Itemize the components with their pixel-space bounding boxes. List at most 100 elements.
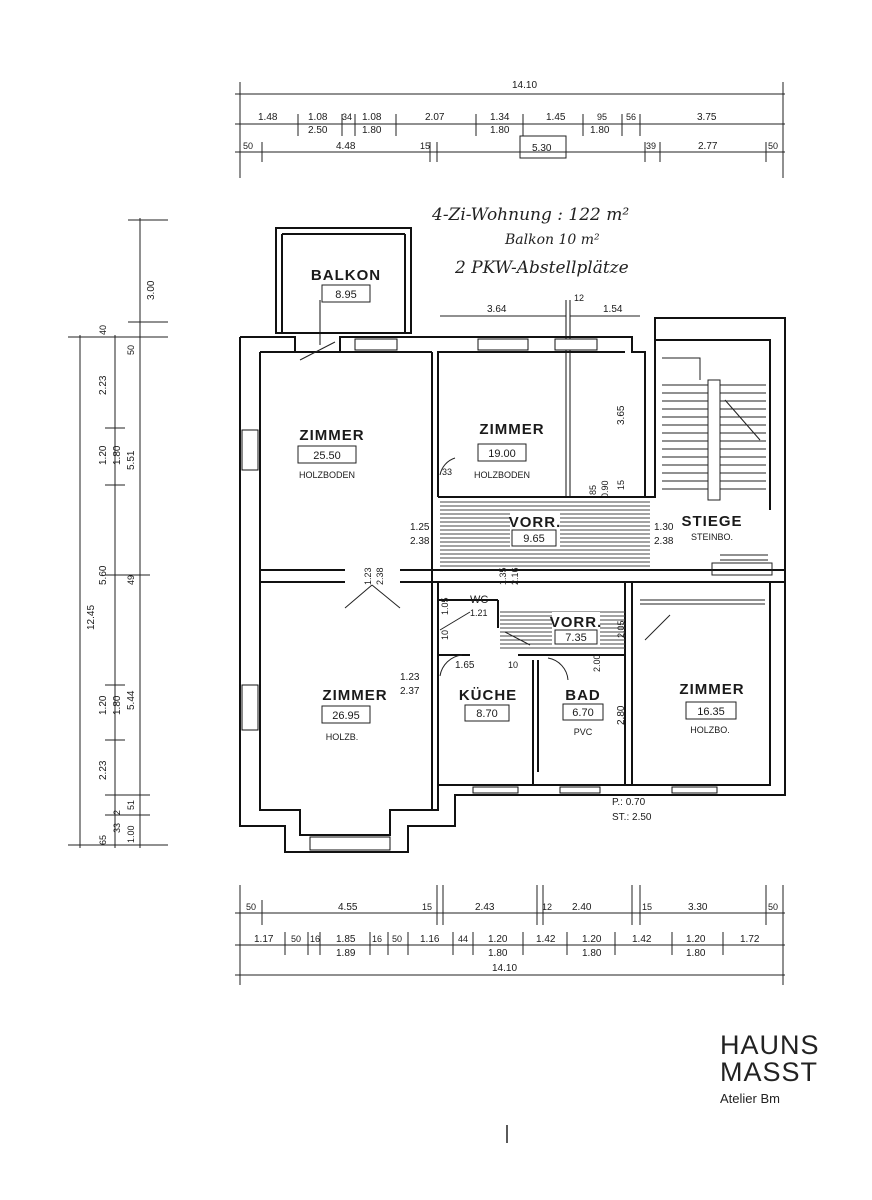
svg-text:5.60: 5.60 [98,565,109,585]
svg-text:49: 49 [126,575,136,585]
svg-text:2.05: 2.05 [616,620,626,638]
room-kueche: KÜCHE 8.70 [459,687,517,722]
svg-text:5.30: 5.30 [532,143,552,154]
svg-text:1.20: 1.20 [98,695,109,715]
svg-text:HOLZBO.: HOLZBO. [690,725,730,735]
svg-text:1.20: 1.20 [686,934,706,945]
balcony-note: Balkon 10 m² [504,232,600,248]
svg-text:HOLZBODEN: HOLZBODEN [299,470,355,480]
parking-note: 2 PKW-Abstellplätze [454,258,629,278]
svg-text:VORR.: VORR. [509,514,562,531]
svg-text:1.42: 1.42 [632,934,652,945]
svg-text:1.80: 1.80 [112,695,123,715]
svg-text:50: 50 [246,902,256,912]
logo-line-2: MASST [720,1057,819,1087]
svg-text:5.51: 5.51 [126,450,137,470]
svg-text:3.64: 3.64 [487,304,507,315]
room-zimmer-4: ZIMMER 16.35 HOLZBO. [679,681,743,735]
svg-text:51: 51 [126,800,136,810]
svg-text:1.34: 1.34 [490,112,510,123]
svg-text:15: 15 [642,902,652,912]
door-swings [299,341,765,681]
svg-text:65: 65 [98,835,108,845]
room-zimmer-1: ZIMMER 25.50 HOLZBODEN [297,427,364,480]
svg-text:1.05: 1.05 [440,597,450,615]
svg-text:9.65: 9.65 [523,533,544,545]
svg-text:44: 44 [458,934,468,944]
svg-text:2: 2 [112,810,122,815]
svg-text:1.30: 1.30 [654,522,674,533]
svg-text:1.80: 1.80 [112,445,123,465]
logo-line-1: HAUNS [720,1030,820,1060]
svg-text:19.00: 19.00 [488,448,516,460]
svg-text:12: 12 [574,293,584,303]
svg-text:95: 95 [597,112,607,122]
svg-text:4.48: 4.48 [336,141,356,152]
parapet-height: P.: 0.70 [612,797,646,808]
exterior-walls [239,317,786,853]
svg-text:15: 15 [420,141,430,151]
bottom-dimension-labels: 50 4.55 15 2.43 12 2.40 15 3.30 50 1.17 … [246,902,778,974]
svg-text:KÜCHE: KÜCHE [459,687,517,704]
svg-text:1.35: 1.35 [498,567,508,585]
top-dimension-chain [235,82,785,178]
svg-text:1.80: 1.80 [362,125,382,136]
svg-text:15: 15 [616,480,626,490]
svg-text:26.95: 26.95 [332,710,360,722]
room-wc: WC 1.21 [470,594,488,618]
bottom-dimension-chain [235,885,785,985]
svg-text:ZIMMER: ZIMMER [479,421,544,438]
left-dimension-chain [68,218,168,848]
svg-text:2.07: 2.07 [425,112,445,123]
svg-text:34: 34 [342,112,352,122]
svg-text:2.77: 2.77 [698,141,718,152]
svg-text:1.23: 1.23 [400,672,420,683]
svg-text:1.08: 1.08 [308,112,328,123]
balcony-structure [275,227,412,345]
svg-text:1.17: 1.17 [254,934,274,945]
svg-text:1.23: 1.23 [363,567,373,585]
dim-left-total: 12.45 [86,605,97,630]
svg-text:12: 12 [542,902,552,912]
svg-text:1.48: 1.48 [258,112,278,123]
svg-text:33: 33 [442,467,452,477]
svg-text:16: 16 [310,934,320,944]
svg-text:STEINBO.: STEINBO. [691,532,733,542]
top-dimension-labels: 14.10 1.48 1.08 34 1.08 2.07 1.34 1.45 9… [243,80,778,154]
svg-text:1.80: 1.80 [686,948,706,959]
svg-text:10: 10 [440,630,450,640]
svg-text:15: 15 [422,902,432,912]
svg-text:BALKON: BALKON [311,267,381,284]
svg-text:39: 39 [646,141,656,151]
svg-text:2.37: 2.37 [400,686,420,697]
svg-text:1.45: 1.45 [546,112,566,123]
svg-text:50: 50 [392,934,402,944]
svg-text:1.25: 1.25 [410,522,430,533]
svg-text:25.50: 25.50 [313,450,341,462]
svg-text:7.35: 7.35 [565,632,586,644]
svg-text:1.72: 1.72 [740,934,760,945]
svg-text:50: 50 [126,345,136,355]
svg-text:ZIMMER: ZIMMER [299,427,364,444]
svg-text:1.80: 1.80 [488,948,508,959]
svg-text:1.80: 1.80 [590,125,610,136]
misc-dimensions: 3.64 12 1.54 1.25 2.38 1.30 2.38 1.23 2.… [363,293,674,823]
windows [241,338,718,851]
svg-text:2.23: 2.23 [98,375,109,395]
svg-text:2.38: 2.38 [654,536,674,547]
dim-top-total: 14.10 [512,80,537,91]
svg-text:1.00: 1.00 [126,825,136,843]
room-bad: BAD 6.70 PVC [562,687,604,737]
svg-text:3.30: 3.30 [688,902,708,913]
svg-text:3.00: 3.00 [146,280,157,300]
svg-text:1.80: 1.80 [490,125,510,136]
svg-text:5.44: 5.44 [126,690,137,710]
svg-text:1.20: 1.20 [98,445,109,465]
svg-text:1.20: 1.20 [488,934,508,945]
svg-text:1.54: 1.54 [603,304,623,315]
svg-text:2.38: 2.38 [375,567,385,585]
logo-line-3: Atelier Bm [720,1091,780,1106]
svg-text:1.16: 1.16 [420,934,440,945]
svg-text:1.21: 1.21 [470,608,488,618]
